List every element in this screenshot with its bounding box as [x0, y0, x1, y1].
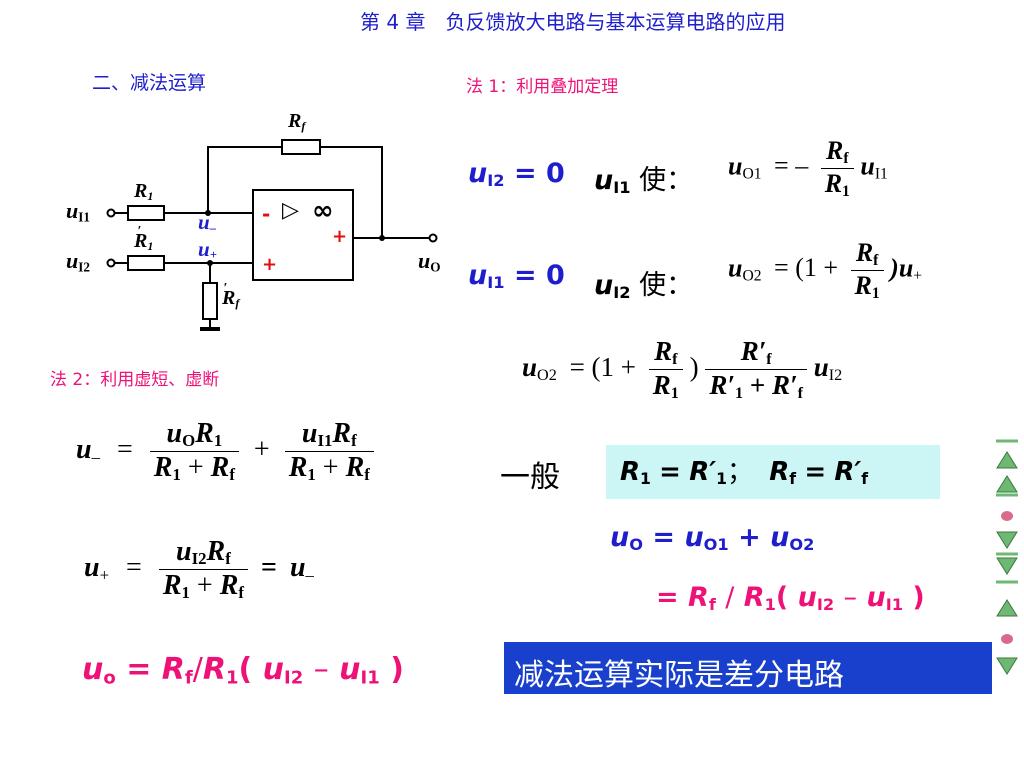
up-icon[interactable]	[996, 475, 1018, 497]
summary-banner: 减法运算实际是差分电路	[504, 642, 992, 694]
chapter-title: 第 4 章 负反馈放大电路与基本运算电路的应用	[360, 10, 786, 34]
r1-resistor	[127, 205, 165, 221]
dot-icon-2[interactable]	[1001, 634, 1013, 644]
case1-formula: uO1 = – Rf R1 uI1	[728, 136, 888, 200]
slide-navigation	[996, 439, 1018, 675]
up-icon-2[interactable]	[996, 599, 1018, 617]
dot-icon[interactable]	[1001, 511, 1013, 521]
rfp-resistor	[202, 282, 218, 320]
case2-condition: uI1 = 0	[468, 260, 565, 293]
u-minus-label: u–	[198, 210, 216, 236]
opamp-minus-sign: -	[262, 202, 271, 226]
u-minus-equation: u– = uOR1 R1 + Rf + uI1Rf R1 + Rf	[76, 418, 374, 485]
rf-label: Rf	[288, 110, 306, 133]
final-result-line: uo = Rf/R1( uI2 – uI1 )	[82, 652, 404, 689]
opamp-infinity-icon: ∞	[312, 196, 334, 226]
case1-variable: uI1 使：	[594, 165, 694, 198]
case2-variable: uI2 使：	[594, 270, 694, 303]
rf-resistor	[281, 139, 321, 155]
opamp-output-plus: +	[332, 226, 348, 247]
opamp-block	[252, 189, 354, 281]
u-plus-label: u+	[198, 237, 217, 263]
opamp-delta-icon: ▷	[282, 198, 299, 223]
down-down-icon[interactable]	[996, 552, 1018, 575]
down-icon[interactable]	[996, 531, 1018, 549]
r1p-resistor	[127, 255, 165, 271]
opamp-plus-sign: +	[262, 254, 278, 275]
down-icon-2[interactable]	[996, 657, 1018, 675]
subtractor-circuit	[106, 139, 438, 331]
general-condition-box: R1 = R′1； Rf = R′f	[606, 445, 940, 499]
r1-label: R1	[134, 180, 154, 203]
case2-expanded-formula: uO2 = (1 + Rf R1 ) R′f R′1 + R′f uI2	[522, 336, 843, 403]
method1-label: 法 1：利用叠加定理	[466, 77, 619, 97]
output-terminal	[428, 233, 438, 243]
general-label: 一般	[500, 461, 560, 494]
rfp-label: Rf′	[222, 281, 240, 310]
up-up-icon[interactable]	[996, 451, 1018, 469]
r1p-label: R1′	[134, 224, 154, 253]
section-title: 二、减法运算	[92, 72, 207, 94]
ui1-label: uI1	[66, 198, 90, 225]
case1-condition: uI2 = 0	[468, 158, 565, 191]
method2-label: 法 2：利用虚短、虚断	[50, 370, 220, 390]
u-plus-equation: u+ = uI2Rf R1 + Rf = u–	[84, 536, 314, 603]
case2-formula: uO2 = (1 + Rf R1 )u+	[728, 238, 923, 302]
uo-label: uO	[418, 248, 441, 275]
output-result-line: = Rf / R1( uI2 – uI1 )	[656, 582, 925, 615]
output-sum-line: uO = uO1 + uO2	[610, 522, 815, 555]
ui2-label: uI2	[66, 248, 90, 275]
